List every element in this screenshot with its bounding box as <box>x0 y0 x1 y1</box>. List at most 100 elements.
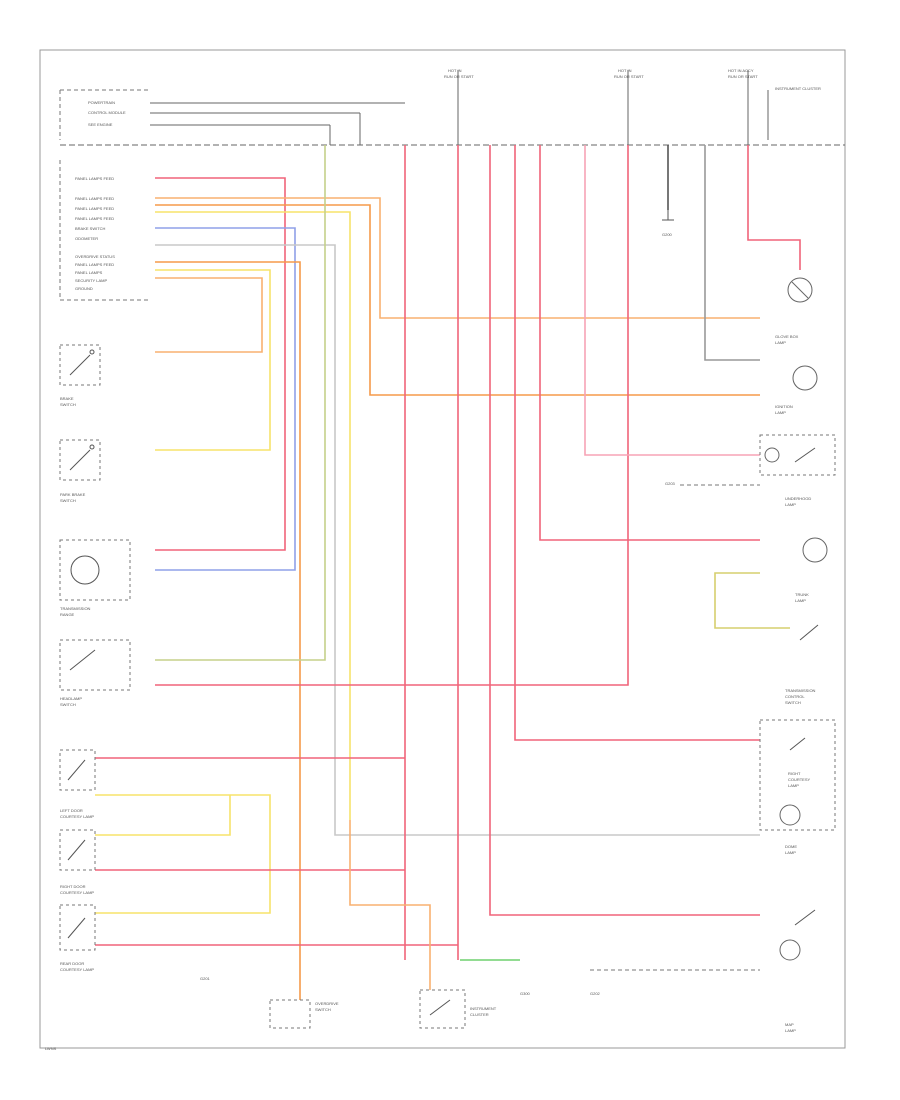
wire-red-1 <box>155 177 286 551</box>
svg-text:G203: G203 <box>665 481 676 486</box>
svg-text:CONTROL: CONTROL <box>785 694 805 699</box>
svg-text:HOT IN ACCY: HOT IN ACCY <box>728 68 754 73</box>
svg-text:COURTESY LAMP: COURTESY LAMP <box>60 814 94 819</box>
wire-grey-2 <box>704 145 760 361</box>
ground-g203: G203 <box>665 481 676 486</box>
switch-park-brake: PARK BRAKE SWITCH <box>59 439 101 503</box>
cluster-label-10: GROUND <box>75 286 93 291</box>
cluster-connector-labels: PANEL LAMPS FEED PANEL LAMPS FEED PANEL … <box>75 176 115 291</box>
svg-text:LAMP: LAMP <box>775 340 786 345</box>
wire-orange-5 <box>349 820 431 990</box>
svg-text:RUN OR START: RUN OR START <box>614 74 644 79</box>
svg-text:GLOVE BOX: GLOVE BOX <box>775 334 799 339</box>
wire-olive-2 <box>714 572 790 629</box>
cluster-label-2: PANEL LAMPS FEED <box>75 206 114 211</box>
svg-text:LAMP: LAMP <box>788 783 799 788</box>
wire-group <box>95 145 801 1000</box>
svg-text:HOT IN: HOT IN <box>618 68 632 73</box>
svg-text:INSTRUMENT: INSTRUMENT <box>470 1006 497 1011</box>
wire-red-4 <box>489 145 760 916</box>
svg-text:G202: G202 <box>590 991 601 996</box>
pcm-label-1: POWERTRAIN <box>88 100 115 105</box>
svg-text:INSTRUMENT CLUSTER: INSTRUMENT CLUSTER <box>775 86 821 91</box>
svg-text:CLUSTER: CLUSTER <box>470 1012 489 1017</box>
svg-text:LAMP: LAMP <box>795 598 806 603</box>
svg-text:TRANSMISSION: TRANSMISSION <box>785 688 816 693</box>
ign-feed-right: HOT IN ACCY RUN OR START INSTRUMENT CLUS… <box>728 68 821 145</box>
svg-text:HOT IN: HOT IN <box>448 68 462 73</box>
lamp-ignition: IGNITION LAMP <box>775 365 818 415</box>
wire-yellow-1 <box>155 211 351 820</box>
svg-text:RUN OR START: RUN OR START <box>444 74 474 79</box>
svg-text:LAMP: LAMP <box>785 502 796 507</box>
svg-text:TRUNK: TRUNK <box>795 592 809 597</box>
module-bottom-center: INSTRUMENT CLUSTER <box>419 989 497 1029</box>
ground-g202: G202 <box>590 991 601 996</box>
lamp-dome: RIGHT COURTESY LAMP DOME LAMP <box>759 719 836 855</box>
wire-orange-1 <box>155 197 760 319</box>
wire-yellow-2 <box>155 269 271 451</box>
diagram-frame <box>39 49 846 1049</box>
switch-trans-range: TRANSMISSION RANGE <box>59 539 131 617</box>
svg-text:COURTESY: COURTESY <box>788 777 810 782</box>
svg-text:PARK BRAKE: PARK BRAKE <box>60 492 86 497</box>
svg-text:RIGHT DOOR: RIGHT DOOR <box>60 884 86 889</box>
wire-olive-1 <box>155 145 326 661</box>
svg-text:SWITCH: SWITCH <box>315 1007 331 1012</box>
cluster-label-1: PANEL LAMPS FEED <box>75 196 114 201</box>
ground-g300: G300 <box>520 991 531 996</box>
cluster-box <box>59 160 150 301</box>
lamp-map: MAP LAMP <box>779 909 816 1033</box>
svg-text:BRAKE: BRAKE <box>60 396 74 401</box>
svg-text:RIGHT: RIGHT <box>788 771 801 776</box>
lamp-glove-box: GLOVE BOX LAMP <box>775 277 813 345</box>
svg-text:COURTESY LAMP: COURTESY LAMP <box>60 967 94 972</box>
courtesy-lamp-rear: REAR DOOR COURTESY LAMP <box>59 904 96 972</box>
pcm-box <box>59 89 150 140</box>
switch-headlamp: HEADLAMP SWITCH <box>59 639 131 707</box>
wire-pink-2 <box>747 145 801 270</box>
svg-text:G300: G300 <box>520 991 531 996</box>
svg-text:G201: G201 <box>200 976 211 981</box>
ign-feed-left: HOT IN RUN OR START <box>444 68 474 145</box>
lamp-underhood: UNDERHOOD LAMP <box>759 434 836 507</box>
ground-g200: G200 <box>662 210 674 237</box>
svg-text:SWITCH: SWITCH <box>60 498 76 503</box>
svg-text:HEADLAMP: HEADLAMP <box>60 696 82 701</box>
cluster-label-9: SECURITY LAMP <box>75 278 107 283</box>
wire-orange-4 <box>155 277 263 353</box>
cluster-label-5: ODOMETER <box>75 236 98 241</box>
pcm-label-2: CONTROL MODULE <box>88 110 126 115</box>
cluster-label-8: PANEL LAMPS <box>75 270 103 275</box>
svg-text:LAMP: LAMP <box>775 410 786 415</box>
switch-trans-control: TRANSMISSION CONTROL SWITCH <box>785 624 819 705</box>
cluster-label-6: OVERDRIVE STATUS <box>75 254 115 259</box>
ign-feed-center: HOT IN RUN OR START <box>614 68 644 145</box>
svg-text:SWITCH: SWITCH <box>60 702 76 707</box>
svg-text:MAP: MAP <box>785 1022 794 1027</box>
switch-brake: BRAKE SWITCH <box>59 344 101 407</box>
footer-code: LWNS <box>45 1046 57 1051</box>
svg-text:LEFT DOOR: LEFT DOOR <box>60 808 83 813</box>
wire-grey-1 <box>155 244 760 836</box>
lamp-trunk: TRUNK LAMP <box>795 537 828 603</box>
module-bottom-left: OVERDRIVE SWITCH <box>269 999 339 1029</box>
wire-pink-1 <box>584 145 760 456</box>
cluster-label-7: PANEL LAMPS FEED <box>75 262 114 267</box>
cluster-label-4: BRAKE SWITCH <box>75 226 106 231</box>
wire-red-6 <box>539 145 760 541</box>
svg-text:IGNITION: IGNITION <box>775 404 793 409</box>
svg-text:G200: G200 <box>662 232 673 237</box>
cluster-label-0: PANEL LAMPS FEED <box>75 176 114 181</box>
wire-blue-1 <box>155 227 296 571</box>
wire-yellow-4 <box>95 795 231 836</box>
svg-text:DOME: DOME <box>785 844 797 849</box>
wire-red-7 <box>155 145 629 686</box>
wire-yellow-3 <box>95 794 271 914</box>
svg-text:RANGE: RANGE <box>60 612 75 617</box>
ground-g201: G201 <box>200 976 211 981</box>
svg-text:UNDERHOOD: UNDERHOOD <box>785 496 811 501</box>
svg-text:TRANSMISSION: TRANSMISSION <box>60 606 91 611</box>
svg-text:SWITCH: SWITCH <box>785 700 801 705</box>
